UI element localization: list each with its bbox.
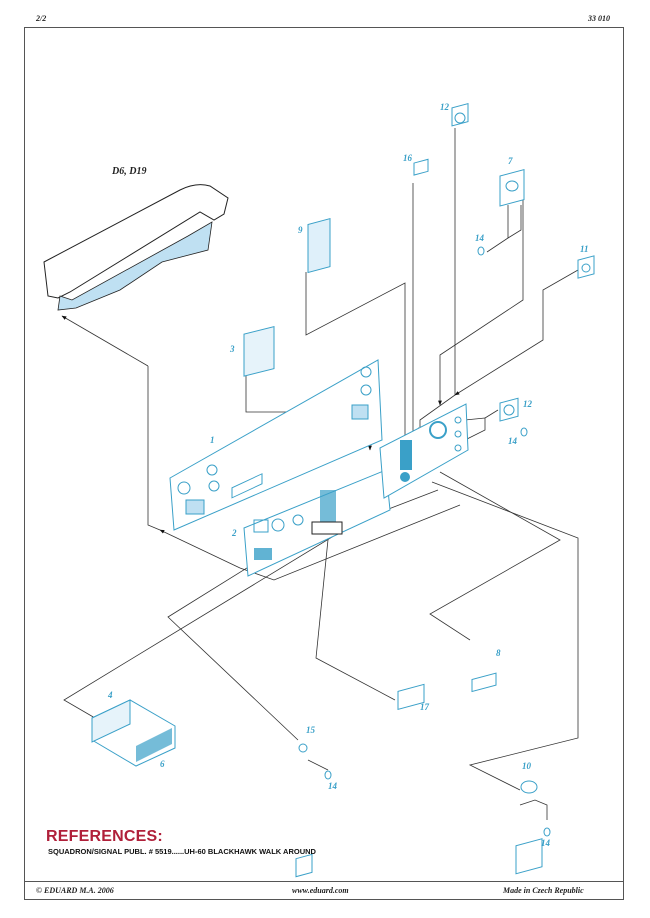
part-14-a: 14 xyxy=(475,233,485,256)
label-part-11: 11 xyxy=(580,244,589,254)
leader-14-7b xyxy=(507,205,522,239)
leader-14-10 xyxy=(519,799,548,820)
label-part-14-d: 14 xyxy=(541,838,551,848)
footer-divider xyxy=(24,881,624,882)
page-frame xyxy=(24,27,624,900)
leader-8 xyxy=(429,471,561,641)
leader-4 xyxy=(63,489,439,719)
leader-12-top xyxy=(418,128,456,433)
label-part-6: 6 xyxy=(160,759,165,769)
kit-code: 33 010 xyxy=(588,14,610,23)
label-part-15: 15 xyxy=(306,725,316,735)
part-12-top: 12 xyxy=(440,102,469,127)
label-part-1: 1 xyxy=(210,435,215,445)
label-part-12-top: 12 xyxy=(440,102,450,112)
leader-10 xyxy=(431,481,579,791)
leader-14-7 xyxy=(486,205,509,253)
part-10: 10 14 xyxy=(515,761,551,875)
part-15: 15 14 xyxy=(295,725,338,878)
copyright: © EDUARD M.A. 2006 xyxy=(36,886,114,895)
leader-12-right-b xyxy=(464,417,486,421)
part-1-panel: 1 xyxy=(169,359,383,531)
part-2-panel: 2 xyxy=(231,469,391,577)
label-part-2: 2 xyxy=(231,528,237,538)
leader-14-15 xyxy=(307,759,329,771)
part-8: 8 xyxy=(471,648,501,693)
label-part-10: 10 xyxy=(522,761,532,771)
label-d6-d19: D6, D19 xyxy=(111,166,146,177)
website-link[interactable]: www.eduard.com xyxy=(292,886,349,895)
leader-9 xyxy=(305,272,407,451)
part-4-6-box: 4 6 xyxy=(91,690,176,769)
part-top-cover: D6, D19 xyxy=(43,166,229,311)
part-16: 16 xyxy=(403,153,429,176)
label-part-3: 3 xyxy=(229,344,235,354)
leader-11 xyxy=(454,269,579,396)
leader-7 xyxy=(438,200,524,406)
label-part-9: 9 xyxy=(298,225,303,235)
origin-note: Made in Czech Republic xyxy=(503,886,584,895)
label-part-17: 17 xyxy=(420,702,430,712)
references-entry: SQUADRON/SIGNAL PUBL. # 5519......UH-60 … xyxy=(48,847,316,856)
leader-d6 xyxy=(147,366,161,531)
label-part-8: 8 xyxy=(496,648,501,658)
page-number: 2/2 xyxy=(36,14,47,23)
part-3: 3 xyxy=(229,326,275,377)
references-title: REFERENCES: xyxy=(46,828,163,845)
label-part-14-a: 14 xyxy=(475,233,485,243)
part-11: 11 xyxy=(577,244,595,279)
leader-d6-arrow xyxy=(61,315,149,367)
label-part-12-right: 12 xyxy=(523,399,533,409)
part-7: 7 xyxy=(499,156,525,207)
label-part-4: 4 xyxy=(107,690,113,700)
label-part-14-c: 14 xyxy=(328,781,338,791)
part-right-console xyxy=(379,403,469,499)
leader-2-to-1 xyxy=(159,529,241,569)
part-12-right: 12 14 xyxy=(499,397,533,446)
part-9: 9 xyxy=(298,217,331,274)
part-17: 17 xyxy=(397,683,430,712)
leader-12-right xyxy=(464,409,499,441)
label-part-14-b: 14 xyxy=(508,436,518,446)
label-part-16: 16 xyxy=(403,153,413,163)
label-part-7: 7 xyxy=(508,156,513,166)
